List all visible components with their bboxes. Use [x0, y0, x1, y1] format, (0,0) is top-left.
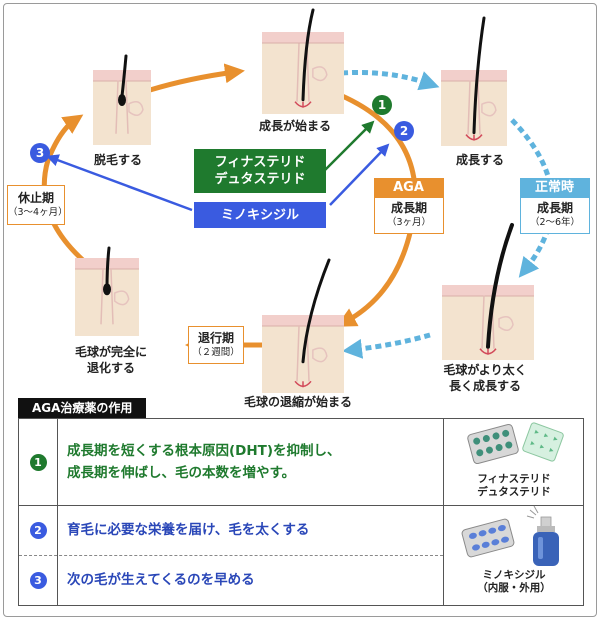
table-row-divider-2 — [19, 555, 443, 556]
stage-label-grow-thick: 毛球がより太く 長く成長する — [443, 363, 527, 393]
outer-frame — [3, 3, 597, 617]
arrow-full-to-shed — [41, 114, 87, 264]
product-label-minoxidil-1: ミノキシジル — [482, 569, 546, 581]
telogen-phase-title: 休止期 — [17, 191, 54, 205]
normal-phase-duration: （2〜6年） — [529, 217, 581, 228]
row-2-badge: 2 — [29, 521, 47, 539]
table-row-1: 1 成長期を短くする根本原因(DHT)を抑制し、 成長期を伸ばし、毛の本数を増や… — [19, 419, 443, 505]
follicle-grow-thick-icon — [442, 223, 534, 360]
badge-2: 2 — [394, 121, 414, 141]
table-row-divider-1 — [19, 505, 583, 506]
telogen-phase-box: 休止期 （3〜4ヶ月） — [7, 185, 68, 225]
table-row-3: 3 次の毛が生えてくるのを早める — [19, 555, 443, 605]
stage-label-growing: 成長する — [455, 153, 504, 167]
arrow-shed-to-growth — [149, 63, 245, 93]
stage-label-growth-start: 成長が始まる — [258, 119, 331, 133]
catagen-phase-box: 退行期 （２週間） — [188, 326, 244, 364]
badge-1: 1 — [372, 95, 392, 115]
catagen-phase-duration: （２週間） — [192, 347, 240, 358]
table-col-divider-1 — [57, 419, 58, 605]
product-illustrations — [461, 422, 564, 566]
finasteride-tablet-icon — [467, 422, 564, 465]
follicle-growing-icon — [441, 16, 507, 146]
finasteride-box: フィナステリド デュタステリド — [194, 149, 326, 193]
aga-phase-duration: （3ヶ月） — [386, 217, 432, 228]
arrow-growth-to-growing — [341, 69, 440, 91]
table-row-2: 2 育毛に必要な栄養を届け、毛を太くする — [19, 505, 443, 555]
normal-tag: 正常時 — [519, 177, 590, 198]
minoxidil-box: ミノキシジル — [194, 202, 326, 228]
aga-tag: AGA — [373, 177, 444, 198]
follicle-regression-start-icon — [262, 258, 344, 393]
table-col-divider-2 — [443, 419, 444, 605]
normal-phase-title: 成長期 — [536, 201, 573, 215]
minoxidil-tablet-icon — [461, 518, 515, 558]
aga-phase-box: AGA 成長期 （3ヶ月） — [373, 177, 444, 234]
product-label-finasteride-2: デュタステリド — [477, 486, 551, 498]
stage-label-regression-start: 毛球の退縮が始まる — [243, 395, 352, 409]
telogen-phase-duration: （3〜4ヶ月） — [8, 207, 68, 218]
table-title: AGA治療薬の作用 — [18, 398, 147, 418]
aga-phase-title: 成長期 — [390, 201, 427, 215]
catagen-phase-title: 退行期 — [197, 331, 234, 345]
arrow-minoxidil-3 — [46, 154, 193, 212]
row-2-text: 育毛に必要な栄養を届け、毛を太くする — [67, 522, 310, 538]
dutasteride-label: デュタステリド — [214, 172, 306, 187]
product-label-minoxidil: ミノキシジル （内服・外用） — [445, 569, 583, 595]
minoxidil-spray-bottle-icon — [526, 505, 559, 566]
arrow-finasteride — [324, 120, 375, 171]
minoxidil-label: ミノキシジル — [220, 207, 299, 223]
arrow-minoxidil-2 — [329, 143, 390, 206]
arrow-normal-cycle — [510, 118, 555, 278]
product-label-finasteride-1: フィナステリド — [477, 473, 551, 485]
treatment-table: 1 成長期を短くする根本原因(DHT)を抑制し、 成長期を伸ばし、毛の本数を増や… — [18, 418, 584, 606]
row-1-badge: 1 — [29, 453, 47, 471]
badge-3: 3 — [30, 143, 50, 163]
arrow-thick-to-regress — [342, 332, 431, 359]
row-3-text: 次の毛が生えてくるのを早める — [67, 572, 255, 588]
follicle-fully-regressed-icon — [75, 246, 139, 336]
follicle-growth-start-icon — [262, 8, 344, 114]
row-3-badge: 3 — [29, 571, 47, 589]
finasteride-label: フィナステリド — [214, 155, 306, 170]
normal-phase-box: 正常時 成長期 （2〜6年） — [519, 177, 590, 234]
follicle-shedding-icon — [93, 54, 151, 145]
product-label-finasteride: フィナステリド デュタステリド — [445, 473, 583, 499]
hair-cycle-diagram: 脱毛する 成長が始まる 成長する 毛球がより太く 長く成長する 毛球の退縮が始ま… — [7, 8, 590, 409]
product-label-minoxidil-2: （内服・外用） — [477, 582, 551, 594]
row-1-text: 成長期を短くする根本原因(DHT)を抑制し、 成長期を伸ばし、毛の本数を増やす。 — [67, 443, 341, 481]
stage-label-fully-regressed: 毛球が完全に 退化する — [74, 345, 147, 375]
stage-label-shedding: 脱毛する — [93, 153, 142, 167]
cycle-arrows — [41, 8, 555, 393]
